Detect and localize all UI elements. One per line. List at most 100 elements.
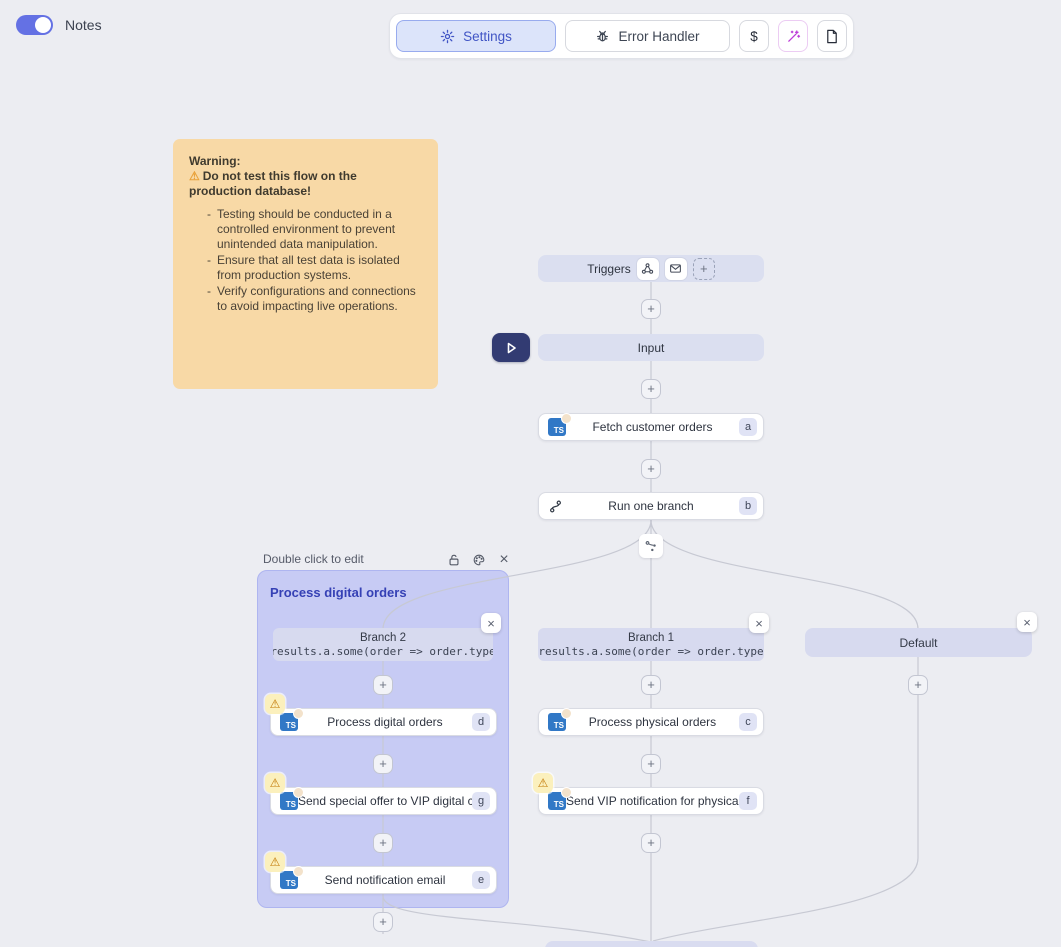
next-node-partial[interactable] — [545, 941, 758, 947]
dollar-icon: $ — [750, 28, 758, 44]
add-step-button[interactable]: + — [641, 833, 661, 853]
step-id-badge: b — [739, 497, 757, 515]
input-label: Input — [637, 340, 665, 355]
step-warning-badge: ⚠ — [265, 852, 285, 872]
bun-icon — [561, 413, 572, 424]
error-handler-button[interactable]: Error Handler — [565, 20, 730, 52]
file-icon — [825, 29, 839, 44]
step-id-badge: a — [739, 418, 757, 436]
typescript-icon: TS — [280, 708, 304, 731]
branch1-expression: results.a.some(order => order.type — [538, 644, 764, 658]
step-warning-badge: ⚠ — [533, 773, 553, 793]
add-step-button[interactable]: + — [373, 912, 393, 932]
add-step-button[interactable]: + — [641, 675, 661, 695]
default-branch-head[interactable]: Default — [805, 628, 1032, 657]
add-step-button[interactable]: + — [641, 754, 661, 774]
branch2-expression: results.a.some(order => order.type — [273, 644, 493, 658]
note-bullet: -Testing should be conducted in a contro… — [207, 207, 396, 251]
test-flow-play-button[interactable] — [492, 333, 530, 362]
branch1-label: Branch 1 — [627, 631, 675, 644]
add-step-button[interactable]: + — [908, 675, 928, 695]
add-step-button[interactable]: + — [641, 379, 661, 399]
notes-toggle[interactable] — [16, 15, 53, 35]
add-step-button[interactable]: + — [373, 675, 393, 695]
step-fetch-customer-orders[interactable]: TS Fetch customer orders a — [538, 413, 764, 441]
step-title: Send VIP notification for physical... — [566, 794, 739, 808]
lock-open-icon[interactable] — [445, 551, 463, 569]
bun-icon — [293, 708, 304, 719]
flow-toolbar: Settings Error Handler $ — [389, 13, 854, 59]
step-id-badge: f — [739, 792, 757, 810]
webhook-icon — [642, 263, 654, 274]
branch-group-container[interactable] — [257, 570, 509, 908]
branch2-head[interactable]: Branch 2 results.a.some(order => order.t… — [273, 628, 493, 661]
note-bullet: -Ensure that all test data is isolated f… — [207, 253, 400, 282]
git-branch-icon — [548, 499, 563, 514]
email-trigger-button[interactable] — [664, 257, 687, 280]
branch-hub-node[interactable] — [639, 534, 663, 558]
step-title: Fetch customer orders — [592, 420, 713, 434]
document-button[interactable] — [817, 20, 847, 52]
input-node[interactable]: Input — [538, 334, 764, 361]
group-edit-hint: Double click to edit — [263, 552, 364, 566]
warning-emoji-icon: ⚠ — [189, 169, 200, 183]
error-handler-label: Error Handler — [618, 28, 700, 44]
step-send-vip-notification[interactable]: TS Send VIP notification for physical...… — [538, 787, 764, 815]
step-process-physical-orders[interactable]: TS Process physical orders c — [538, 708, 764, 736]
add-step-button[interactable]: + — [641, 299, 661, 319]
add-step-button[interactable]: + — [641, 459, 661, 479]
notes-label: Notes — [65, 17, 102, 33]
dollar-button[interactable]: $ — [739, 20, 769, 52]
step-title: Process physical orders — [588, 715, 717, 729]
toggle-knob — [35, 17, 51, 33]
triggers-label: Triggers — [587, 261, 631, 276]
step-run-one-branch[interactable]: Run one branch b — [538, 492, 764, 520]
bun-icon — [293, 866, 304, 877]
bun-icon — [293, 787, 304, 798]
typescript-icon: TS — [548, 413, 572, 436]
add-step-button[interactable]: + — [373, 754, 393, 774]
step-warning-badge: ⚠ — [265, 694, 285, 714]
branch1-head[interactable]: Branch 1 results.a.some(order => order.t… — [538, 628, 764, 661]
step-title: Send notification email — [324, 873, 446, 887]
mail-icon — [670, 264, 682, 273]
branch1-delete-button[interactable]: × — [749, 613, 769, 633]
branch-split-icon — [645, 541, 656, 552]
palette-icon[interactable] — [470, 551, 488, 569]
settings-button[interactable]: Settings — [396, 20, 556, 52]
step-send-notification-email[interactable]: TS Send notification email e — [270, 866, 497, 894]
step-process-digital-orders[interactable]: TS Process digital orders d — [270, 708, 497, 736]
ai-wand-button[interactable] — [778, 20, 808, 52]
bun-icon — [561, 787, 572, 798]
step-warning-badge: ⚠ — [265, 773, 285, 793]
typescript-icon: TS — [548, 787, 572, 810]
typescript-icon: TS — [280, 866, 304, 889]
default-branch-delete-button[interactable]: × — [1017, 612, 1037, 632]
typescript-icon: TS — [280, 787, 304, 810]
bun-icon — [561, 708, 572, 719]
step-send-special-offer[interactable]: TS Send special offer to VIP digital c..… — [270, 787, 497, 815]
play-icon — [507, 342, 516, 353]
step-id-badge: d — [472, 713, 490, 731]
group-close-icon[interactable]: × — [499, 551, 509, 568]
add-step-button[interactable]: + — [373, 833, 393, 853]
step-title: Send special offer to VIP digital c... — [298, 794, 472, 808]
step-title: Process digital orders — [327, 715, 443, 729]
settings-label: Settings — [463, 28, 512, 44]
branch2-delete-button[interactable]: × — [481, 613, 501, 633]
add-trigger-button[interactable]: + — [692, 257, 715, 280]
step-id-badge: g — [472, 792, 490, 810]
typescript-icon: TS — [548, 708, 572, 731]
warning-note[interactable]: Warning: ⚠Do not test this flow on the p… — [173, 139, 438, 389]
default-branch-label: Default — [899, 635, 938, 650]
triggers-node[interactable]: Triggers + — [538, 255, 764, 282]
note-bullet-list: -Testing should be conducted in a contro… — [189, 207, 422, 314]
branch2-label: Branch 2 — [359, 631, 407, 644]
step-id-badge: c — [739, 713, 757, 731]
webhook-trigger-button[interactable] — [636, 257, 659, 280]
bug-icon — [595, 29, 610, 44]
wand-sparkles-icon — [786, 29, 801, 44]
notes-control: Notes — [16, 15, 102, 35]
